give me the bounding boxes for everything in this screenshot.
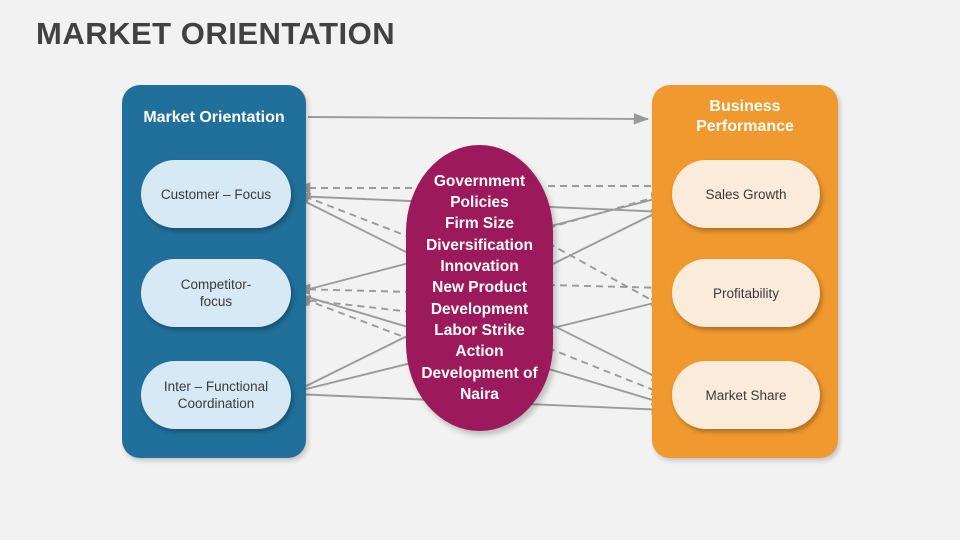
moderating-factor-line: Firm Size	[445, 215, 514, 233]
moderating-factor-line: Development	[430, 300, 529, 318]
moderating-factor-line: Government	[433, 172, 526, 190]
box-competitor-focus[interactable]: Competitor-focus	[141, 259, 291, 327]
box-sales-growth[interactable]: Sales Growth	[672, 160, 820, 228]
market-orientation-panel-title: Market Orientation	[143, 109, 285, 126]
moderating-factor-line: New Product	[432, 279, 527, 297]
box-competitor-focus-label: Competitor-focus	[180, 277, 252, 309]
connector-factors-to-competitor-c	[295, 294, 413, 313]
connector-factors-to-sales-b	[547, 192, 667, 229]
page-title: MARKET ORIENTATION	[36, 16, 396, 51]
box-market-share-label: Market Share	[705, 387, 787, 403]
moderating-factor-line: Development of	[421, 364, 538, 382]
box-sales-growth-label: Sales Growth	[705, 186, 787, 202]
market-orientation-panel: Market Orientation Customer – Focus Comp…	[122, 85, 306, 458]
connector-factors-to-customer-b	[295, 192, 413, 239]
connector-factors-to-competitor-a	[295, 283, 413, 296]
connector-factors-to-profitability-b	[547, 242, 667, 309]
moderating-factor-line: Policies	[450, 194, 509, 212]
moderating-factor-line: Innovation	[440, 258, 519, 276]
moderating-factor-line: Labor Strike	[434, 321, 525, 339]
box-market-share[interactable]: Market Share	[672, 361, 820, 429]
box-customer-focus-label: Customer – Focus	[160, 186, 272, 202]
moderating-factor-line: Diversification	[426, 236, 533, 254]
moderating-factor-line: Naira	[460, 385, 499, 403]
box-profitability[interactable]: Profitability	[672, 259, 820, 327]
box-profitability-label: Profitability	[712, 285, 780, 301]
connector-factors-to-competitor-b	[295, 295, 413, 341]
box-customer-focus[interactable]: Customer – Focus	[141, 160, 291, 228]
connector-factors-to-market-share	[547, 347, 667, 396]
connector-factors-to-profitability-a	[547, 281, 667, 294]
connector-panel-to-panel	[307, 113, 649, 125]
moderating-factor-line: Action	[455, 343, 504, 361]
